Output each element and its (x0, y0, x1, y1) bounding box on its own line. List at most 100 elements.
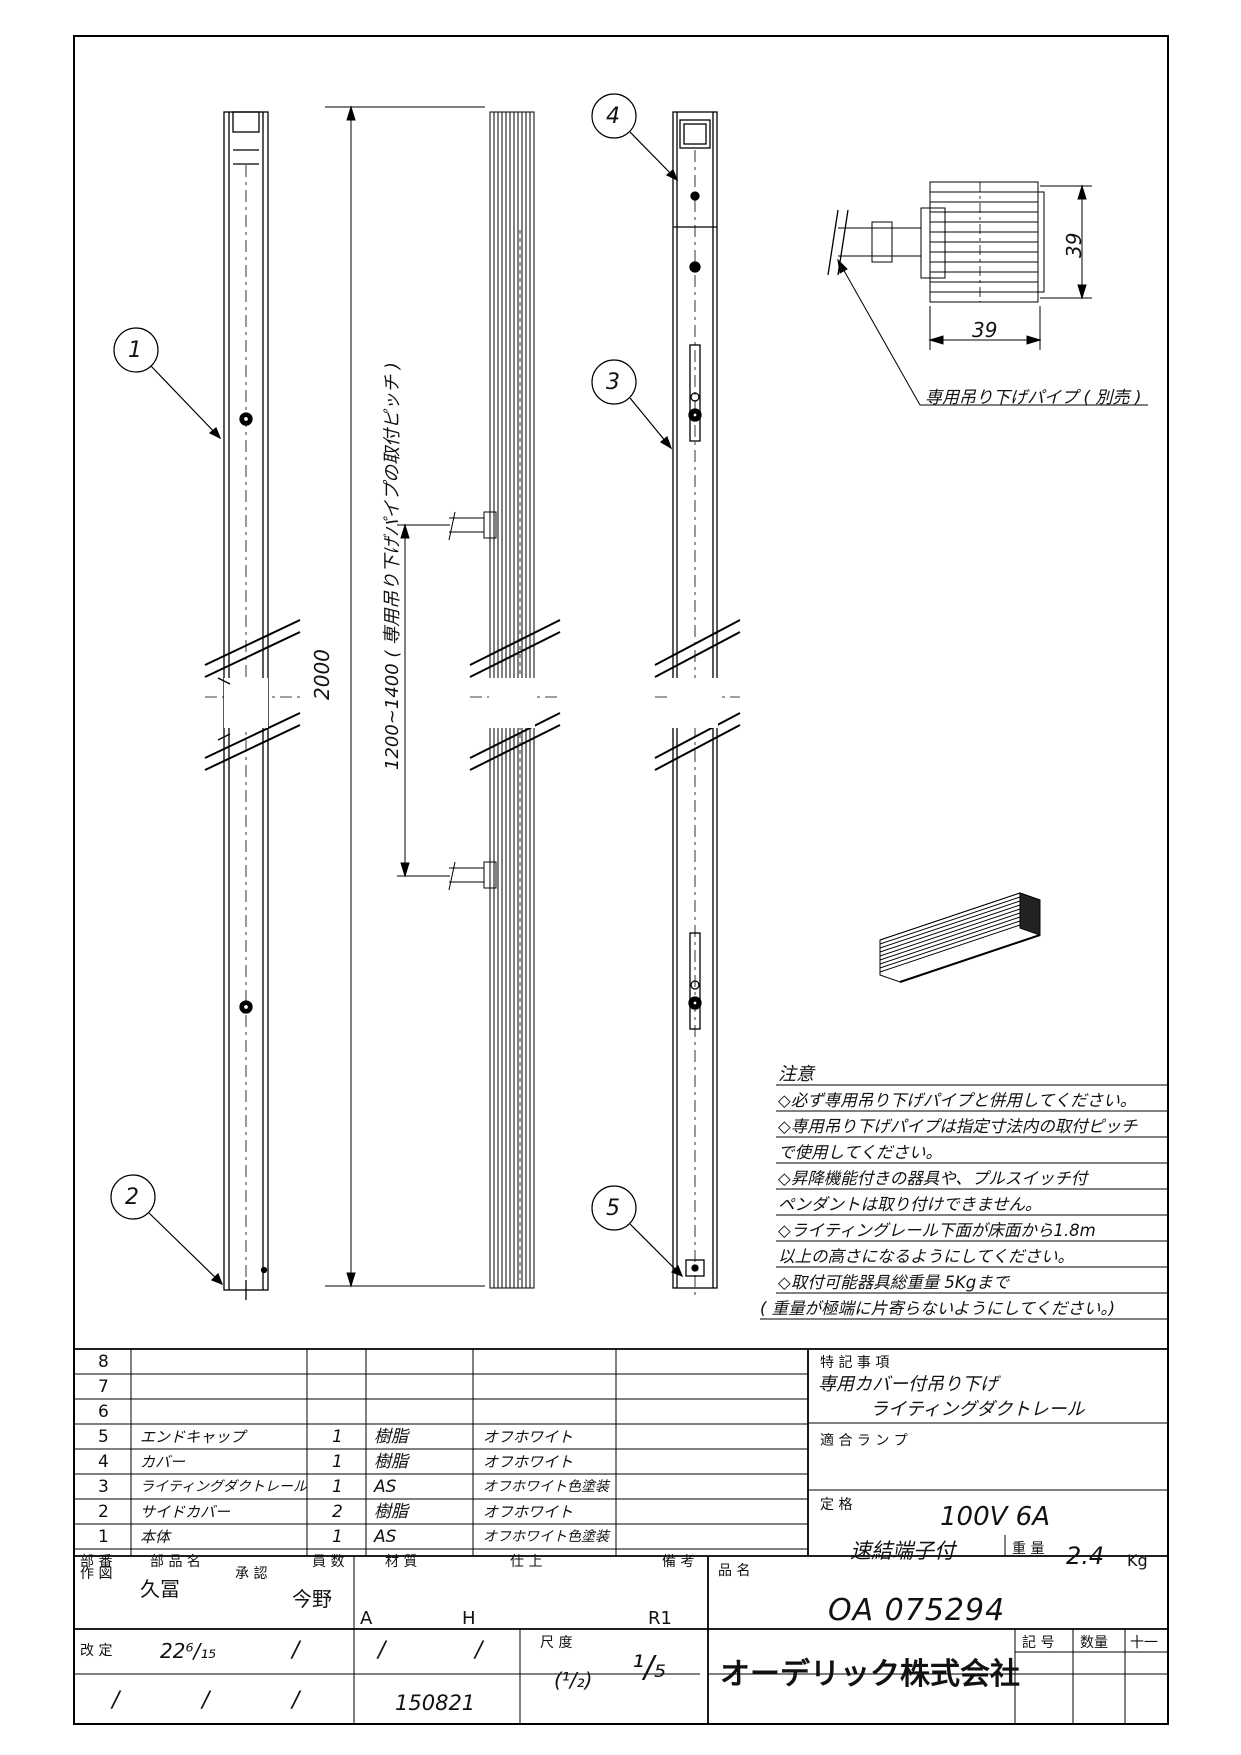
row-material: 樹脂 (374, 1502, 408, 1522)
row-qty: 2 (332, 1502, 343, 1522)
plus-minus-label: 十一 (1130, 1635, 1158, 1651)
callout-4 (591, 93, 679, 182)
row-no: 1 (98, 1527, 109, 1547)
code-r: R1 (648, 1608, 672, 1629)
revision-slash: / (292, 1688, 300, 1713)
callout-1 (113, 327, 222, 440)
rating-label: 定 格 (820, 1497, 853, 1513)
product-label: 品 名 (718, 1563, 751, 1579)
row-qty: 1 (332, 1452, 343, 1472)
row-name: カバー (140, 1453, 186, 1471)
row-no: 7 (98, 1377, 109, 1397)
row-finish: オフホワイト色塗装 (483, 1529, 609, 1545)
weight-label: 重 量 (1012, 1541, 1045, 1557)
row-finish: オフホワイト色塗装 (483, 1479, 609, 1495)
notes-block: 注意 ◇必ず専用吊り下げパイプと併用してください。 ◇専用吊り下げパイプは指定寸… (760, 1062, 1170, 1322)
count-label: 数量 (1080, 1635, 1108, 1651)
weight-unit: Kg (1127, 1551, 1148, 1570)
row-qty: 1 (332, 1527, 343, 1547)
code-h: H (462, 1608, 476, 1629)
revision-date: 22⁶/₁₅ (160, 1639, 217, 1663)
dimension-2000 (325, 105, 485, 1288)
section-width-label: 39 (972, 318, 998, 342)
scale-label: 尺 度 (540, 1635, 573, 1651)
row-finish: オフホワイト (483, 1428, 574, 1446)
row-no: 2 (98, 1502, 109, 1522)
note-line: で使用してください。 (778, 1143, 943, 1162)
notes-title: 注意 (778, 1064, 814, 1085)
cross-section (827, 181, 1148, 406)
drawing-frame (73, 35, 1169, 1725)
revision-slash: / (475, 1638, 483, 1663)
product-number: OA 075294 (828, 1593, 1006, 1628)
rail-side-view (448, 111, 561, 1289)
section-height-label: 39 (1062, 232, 1086, 258)
row-name: 本体 (140, 1528, 171, 1546)
dimension-pitch-label: 1200~1400 ( 専用吊り下げパイプの取付ピッチ ) (382, 362, 403, 770)
company-name: オーデリック株式会社 (720, 1657, 1020, 1692)
note-line: ペンダントは取り付けできません。 (778, 1195, 1042, 1214)
dimension-2000-label: 2000 (310, 649, 334, 700)
revision-slash: / (112, 1688, 120, 1713)
note-line: ◇昇降機能付きの器具や、プルスイッチ付 (778, 1169, 1088, 1188)
perspective-view (879, 892, 1041, 983)
header-material: 材 質 (385, 1554, 418, 1570)
special-line1: 専用カバー付吊り下げ (818, 1374, 998, 1395)
header-name: 部 品 名 (150, 1554, 201, 1570)
revision-slash: / (292, 1638, 300, 1663)
special-label: 特 記 事 項 (820, 1355, 890, 1371)
note-line: ◇取付可能器具総重量 5Kgまで (778, 1273, 1010, 1292)
row-name: サイドカバー (140, 1503, 231, 1521)
row-qty: 1 (332, 1477, 343, 1497)
scale-small: (¹/₂) (554, 1668, 593, 1692)
note-line: ( 重量が極端に片寄らないようにしてください。) (760, 1299, 1116, 1318)
rail-rear-view (654, 111, 741, 1300)
row-finish: オフホワイト (483, 1453, 574, 1471)
row-no: 5 (98, 1427, 109, 1447)
header-qty: 員 数 (312, 1554, 345, 1570)
header-finish: 仕 上 (510, 1554, 543, 1570)
row-name: ライティングダクトレール (140, 1479, 307, 1495)
row-finish: オフホワイト (483, 1503, 574, 1521)
header-remarks: 備 考 (662, 1554, 695, 1570)
drawn-by: 久冨 (140, 1577, 180, 1601)
note-line: ◇専用吊り下げパイプは指定寸法内の取付ピッチ (778, 1117, 1138, 1136)
row-material: AS (374, 1527, 397, 1547)
callout-2 (110, 1174, 224, 1286)
drawn-label: 作 図 (80, 1566, 113, 1582)
callout-number-5: 5 (606, 1196, 620, 1221)
rating-value: 100V 6A (940, 1502, 1051, 1532)
revision-slash: / (378, 1638, 386, 1663)
callout-number-2: 2 (125, 1185, 139, 1210)
approved-label: 承 認 (235, 1566, 268, 1582)
notes-underlines (760, 1084, 1168, 1320)
callout-number-4: 4 (606, 104, 620, 129)
revision-slash: / (202, 1688, 210, 1713)
row-qty: 1 (332, 1427, 343, 1447)
callout-number-3: 3 (606, 370, 620, 395)
code-a: A (360, 1608, 373, 1629)
header-no: 部 番 (80, 1554, 113, 1570)
row-no: 6 (98, 1402, 109, 1422)
callout-number-1: 1 (128, 338, 142, 363)
rail-front-view (204, 111, 301, 1300)
approved-by: 今野 (292, 1587, 332, 1611)
row-material: AS (374, 1477, 397, 1497)
dimension-pitch (397, 523, 450, 878)
row-material: 樹脂 (374, 1427, 408, 1447)
row-no: 4 (98, 1452, 109, 1472)
scale-value: ¹/₅ (632, 1650, 667, 1685)
callout-5 (591, 1185, 684, 1278)
note-line: 以上の高さになるようにしてください。 (778, 1247, 1075, 1266)
row-material: 樹脂 (374, 1452, 408, 1472)
revision-label: 改 定 (80, 1643, 113, 1659)
row-no: 3 (98, 1477, 109, 1497)
lamp-label: 適 合 ラ ン プ (820, 1433, 908, 1449)
note-line: ◇必ず専用吊り下げパイプと併用してください。 (778, 1091, 1137, 1110)
callout-3 (591, 359, 673, 450)
terminal-note: 速結端子付 (850, 1539, 955, 1563)
row-name: エンドキャップ (140, 1428, 246, 1446)
note-line: ◇ライティングレール下面が床面から1.8m (778, 1221, 1096, 1240)
doc-number: 150821 (395, 1691, 476, 1715)
